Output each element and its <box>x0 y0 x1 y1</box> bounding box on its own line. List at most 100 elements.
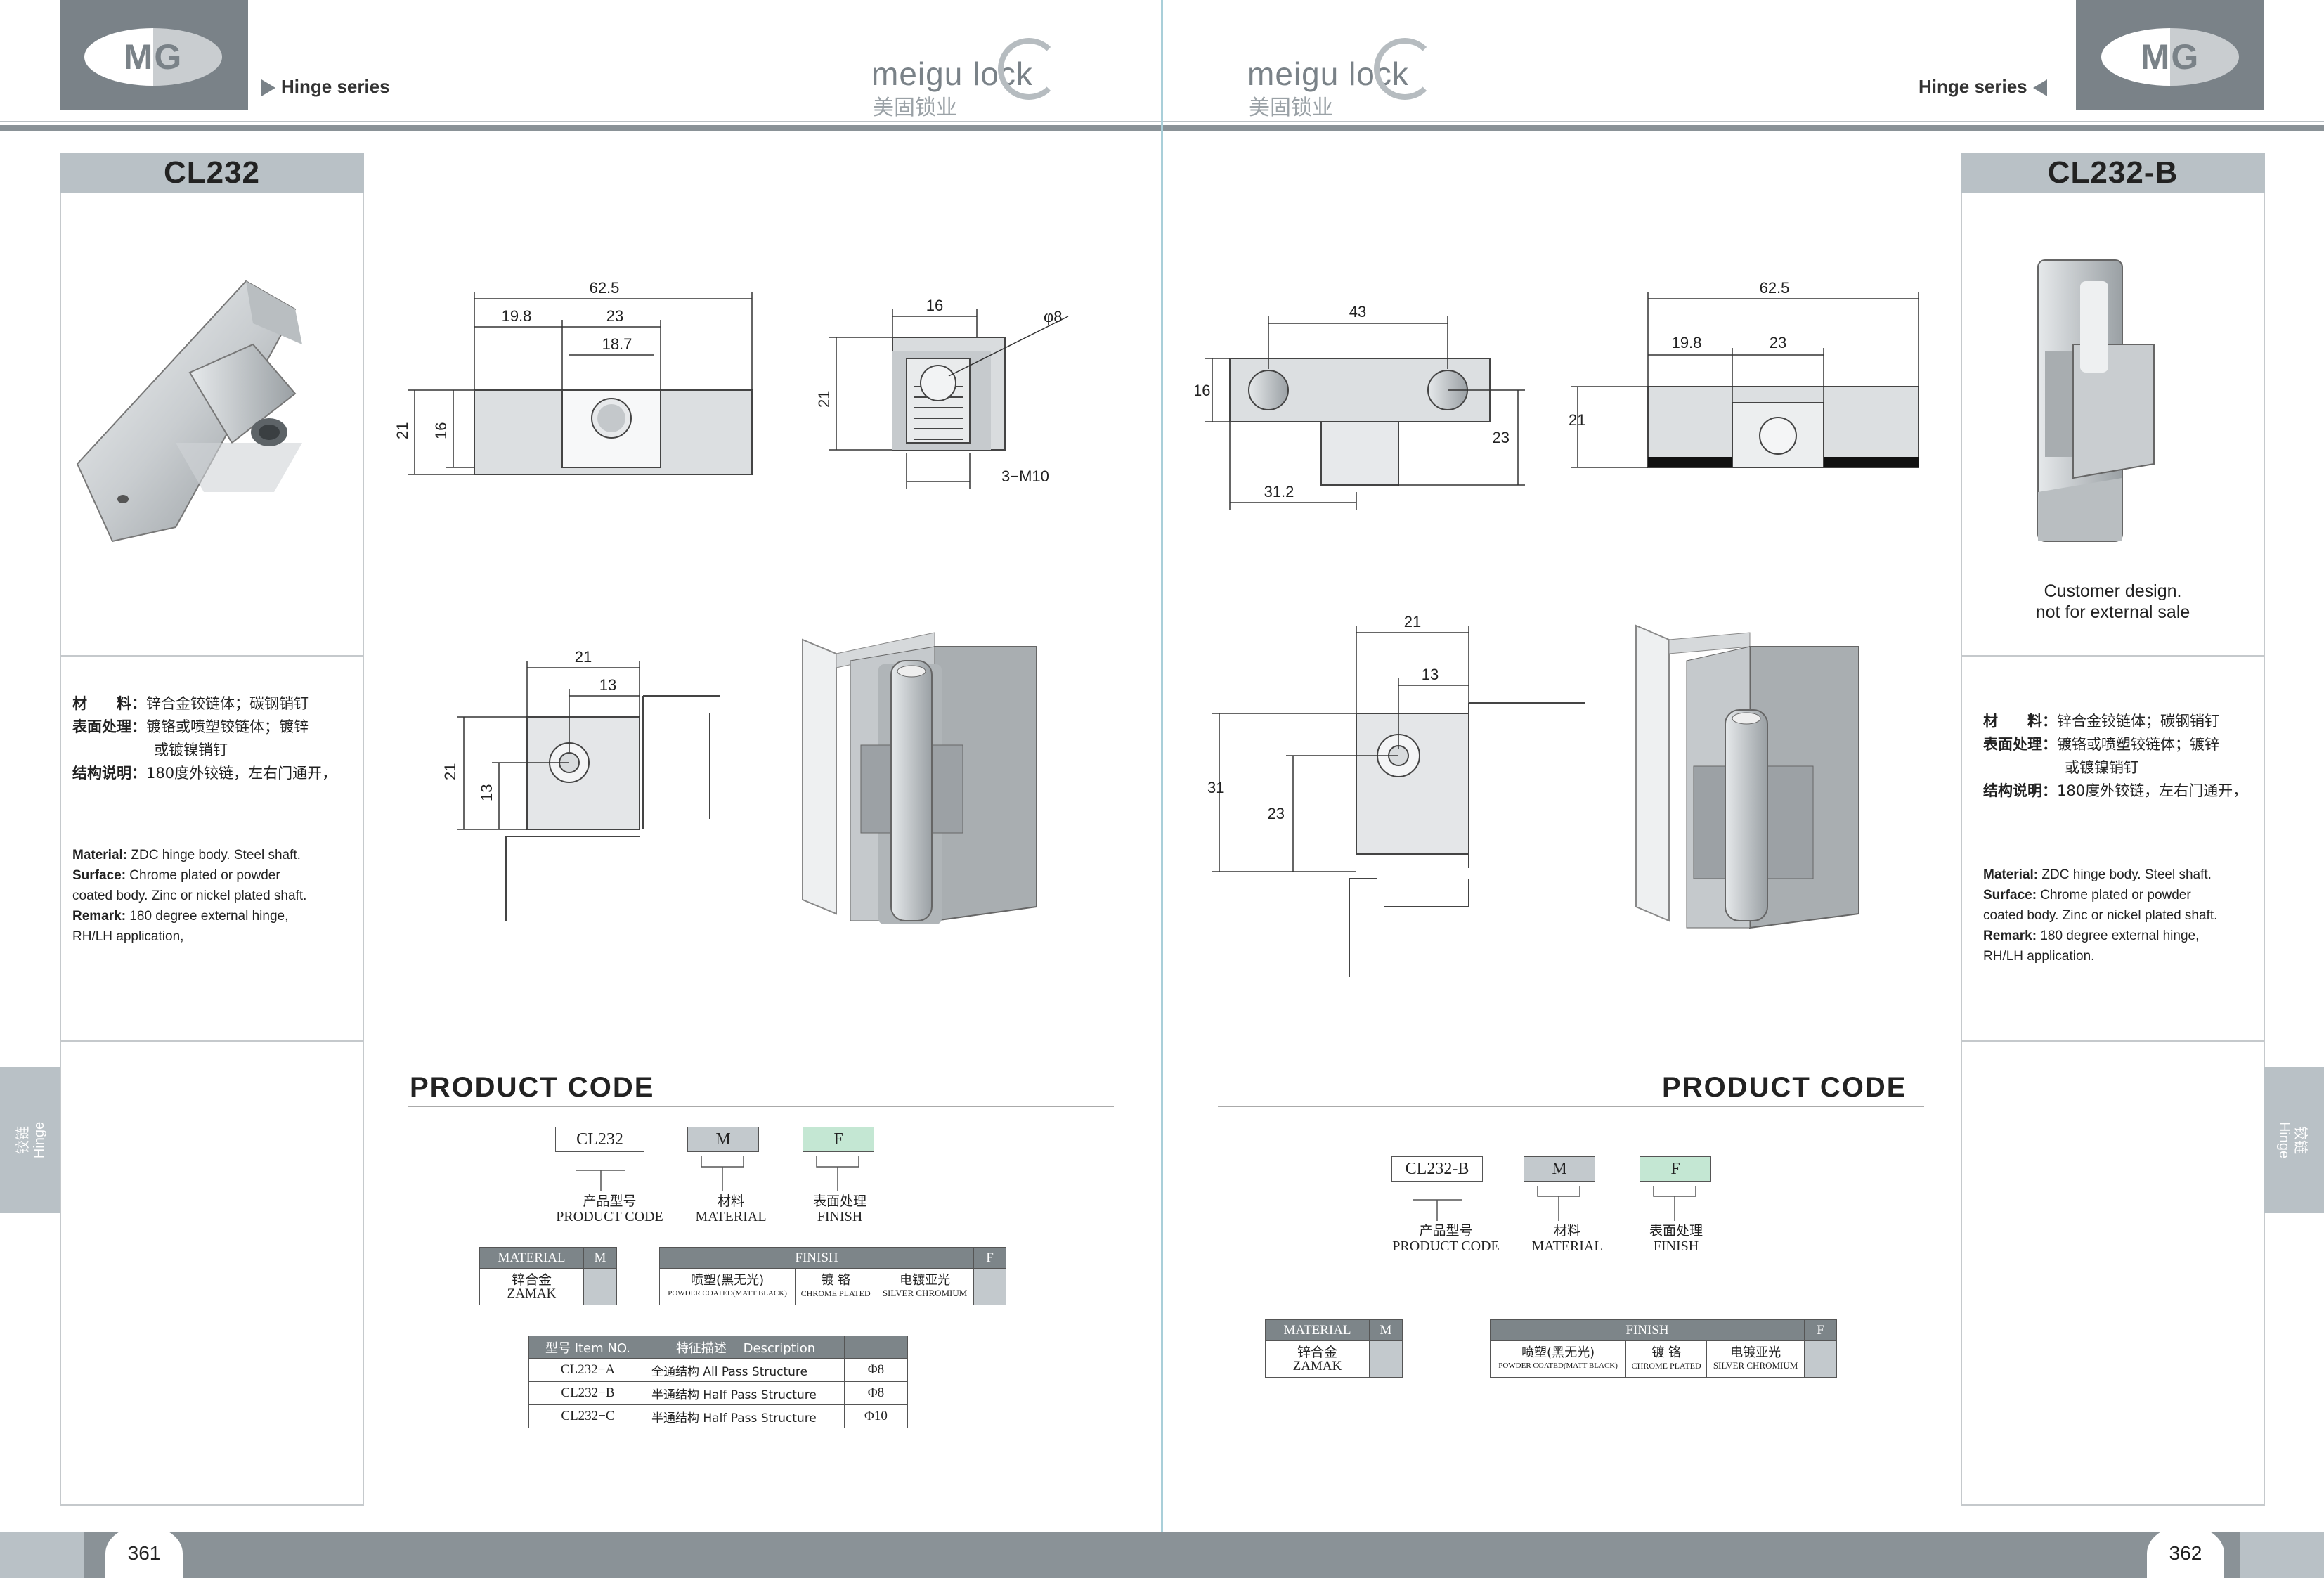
right-brand-wordmark: meigu lock 美固锁业 <box>1247 34 1458 120</box>
right-drawing-side: 62.5 19.8 23 21 <box>1569 279 1919 468</box>
right-side-tab[interactable]: 铰链 Hinge <box>2264 1067 2324 1213</box>
page-gutter <box>1161 0 1163 1578</box>
right-info-column <box>1961 193 2265 1506</box>
left-series-label: Hinge series <box>261 76 390 98</box>
left-drawing-installed: 21 13 21 13 <box>441 648 720 921</box>
divider <box>1961 655 2265 657</box>
right-hinge-render <box>1635 624 1859 929</box>
left-logo-oval: MG <box>84 28 222 86</box>
dim-label: 19.8 <box>502 307 532 325</box>
left-page-number: 361 <box>105 1525 183 1578</box>
left-spec-en: Material: ZDC hinge body. Steel shaft. S… <box>72 848 307 944</box>
dim-label: 23 <box>1770 334 1786 351</box>
code-connectors <box>1413 1186 1696 1221</box>
logo-text: MG <box>2140 37 2200 77</box>
right-spec-cn: 材 料：锌合金铰链体；碳钢销钉 表面处理：镀铬或喷塑铰链体；镀锌 或镀镍销钉 结… <box>1983 713 2248 799</box>
right-product-title: CL232-B <box>1961 153 2265 193</box>
dim-label: 23 <box>1268 805 1285 822</box>
divider <box>1961 1040 2265 1042</box>
label-product-code: 产品型号 PRODUCT CODE <box>556 1194 663 1224</box>
dim-label: 23 <box>1493 429 1510 446</box>
right-series-label: Hinge series <box>1919 76 2047 98</box>
dim-label: 16 <box>1195 382 1210 399</box>
dim-label: 21 <box>441 763 459 780</box>
footer-bar-light <box>0 1532 84 1578</box>
label-material: 材料 MATERIAL <box>1531 1223 1603 1254</box>
left-drawing-section: 16 φ8 21 3−M10 <box>815 297 1069 489</box>
label-finish: 表面处理 FINISH <box>1649 1223 1703 1254</box>
dim-label: 13 <box>599 676 616 694</box>
left-spec-cn: 材 料：锌合金铰链体；碳钢销钉 表面处理：镀铬或喷塑铰链体；镀锌 或镀镍销钉 结… <box>72 692 337 785</box>
right-page-number: 362 <box>2147 1525 2224 1578</box>
code-connectors <box>576 1156 859 1191</box>
dim-label: 62.5 <box>590 279 620 297</box>
right-drawing-installed: 21 13 31 23 <box>1207 613 1585 977</box>
dim-label: 16 <box>926 297 943 314</box>
dim-label: 31 <box>1207 779 1224 796</box>
right-note: Customer design. not for external sale <box>2035 581 2190 622</box>
right-spec-en: Material: ZDC hinge body. Steel shaft. S… <box>1983 867 2218 964</box>
material-box: M <box>687 1127 759 1152</box>
dim-label: φ8 <box>1044 308 1063 325</box>
dim-label: 62.5 <box>1760 279 1790 297</box>
left-info-column <box>60 193 364 1506</box>
code-box: CL232 <box>555 1127 644 1152</box>
arrow-right-icon <box>261 79 275 97</box>
right-drawing-front: 43 16 23 31.2 <box>1195 303 1525 510</box>
lock-ring-icon <box>998 38 1060 100</box>
dim-label: 23 <box>606 307 623 325</box>
divider <box>408 1106 1114 1107</box>
finish-box: F <box>803 1127 874 1152</box>
left-hinge-render <box>802 632 1037 924</box>
footer-bar <box>0 1532 2324 1578</box>
lock-ring-icon <box>1374 38 1436 100</box>
finish-box: F <box>1640 1156 1711 1182</box>
label-product-code: 产品型号 PRODUCT CODE <box>1392 1223 1500 1254</box>
dim-label: 13 <box>478 784 495 801</box>
right-logo-oval: MG <box>2101 28 2239 86</box>
dim-label: 18.7 <box>602 335 632 353</box>
left-side-tab[interactable]: 铰链 Hinge <box>0 1067 60 1213</box>
divider <box>60 655 364 657</box>
label-finish: 表面处理 FINISH <box>812 1194 866 1224</box>
material-box: M <box>1524 1156 1595 1182</box>
right-product-photo <box>2037 259 2155 542</box>
dim-label: 21 <box>1569 411 1585 429</box>
dim-label: 13 <box>1422 666 1439 683</box>
code-box: CL232-B <box>1391 1156 1483 1182</box>
left-product-photo <box>76 280 302 543</box>
spec-row: 结构说明：180度外铰链，左右门通开， <box>72 765 337 782</box>
divider <box>1218 1106 1924 1107</box>
dim-label: 19.8 <box>1672 334 1702 351</box>
dim-label: 43 <box>1349 303 1366 321</box>
arrow-left-icon <box>2032 79 2047 97</box>
dim-label: 21 <box>394 422 411 439</box>
dim-label: 3−M10 <box>1001 467 1049 485</box>
left-brand-wordmark: meigu lock 美固锁业 <box>871 34 1082 120</box>
dim-label: 21 <box>575 648 592 666</box>
spec-row: 或镀镍销钉 <box>154 742 228 758</box>
dim-label: 21 <box>1404 613 1421 630</box>
dim-label: 21 <box>815 391 833 408</box>
label-material: 材料 MATERIAL <box>695 1194 767 1224</box>
brand-name-cn: 美固锁业 <box>1249 96 1333 120</box>
left-drawing-front: 62.5 19.8 23 18.7 21 16 <box>394 279 753 475</box>
logo-text: MG <box>123 37 183 77</box>
dim-label: 16 <box>432 422 450 439</box>
footer-bar-light <box>2240 1532 2324 1578</box>
dim-label: 31.2 <box>1264 483 1294 500</box>
brand-name-cn: 美固锁业 <box>873 96 957 120</box>
left-product-code-heading: PRODUCT CODE <box>410 1072 655 1103</box>
spec-row: 材 料：锌合金铰链体；碳钢销钉 <box>72 695 309 712</box>
spec-row: 表面处理：镀铬或喷塑铰链体；镀锌 <box>72 718 309 735</box>
left-product-title: CL232 <box>60 153 364 193</box>
divider <box>60 1040 364 1042</box>
